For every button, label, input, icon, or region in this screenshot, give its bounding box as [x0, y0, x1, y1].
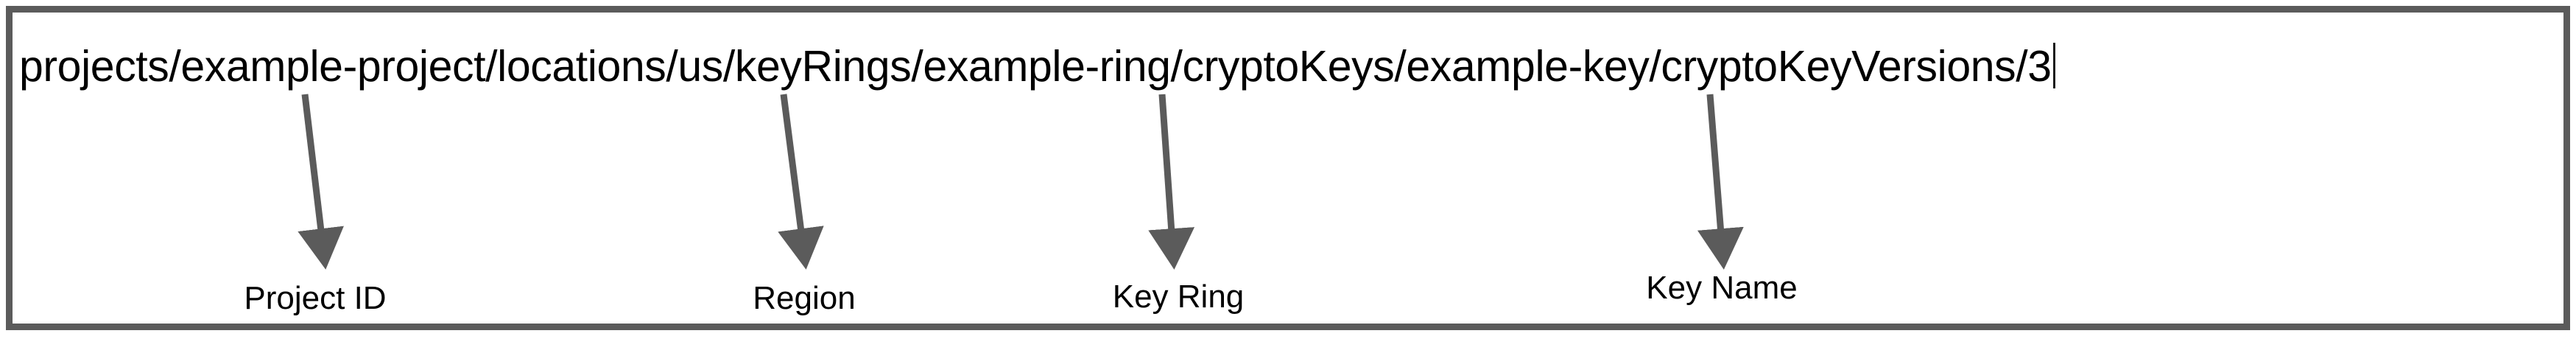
caption-region: Region	[753, 280, 856, 316]
caption-key-ring: Key Ring	[1112, 279, 1245, 315]
caption-key-name: Key Name	[1646, 270, 1798, 306]
text-caret	[2052, 43, 2055, 88]
resource-path-value: projects/example-project/locations/us/ke…	[19, 42, 2052, 91]
resource-path-text[interactable]: projects/example-project/locations/us/ke…	[19, 35, 2055, 91]
caption-project-id: Project ID	[244, 280, 387, 316]
diagram-frame	[6, 6, 2570, 330]
